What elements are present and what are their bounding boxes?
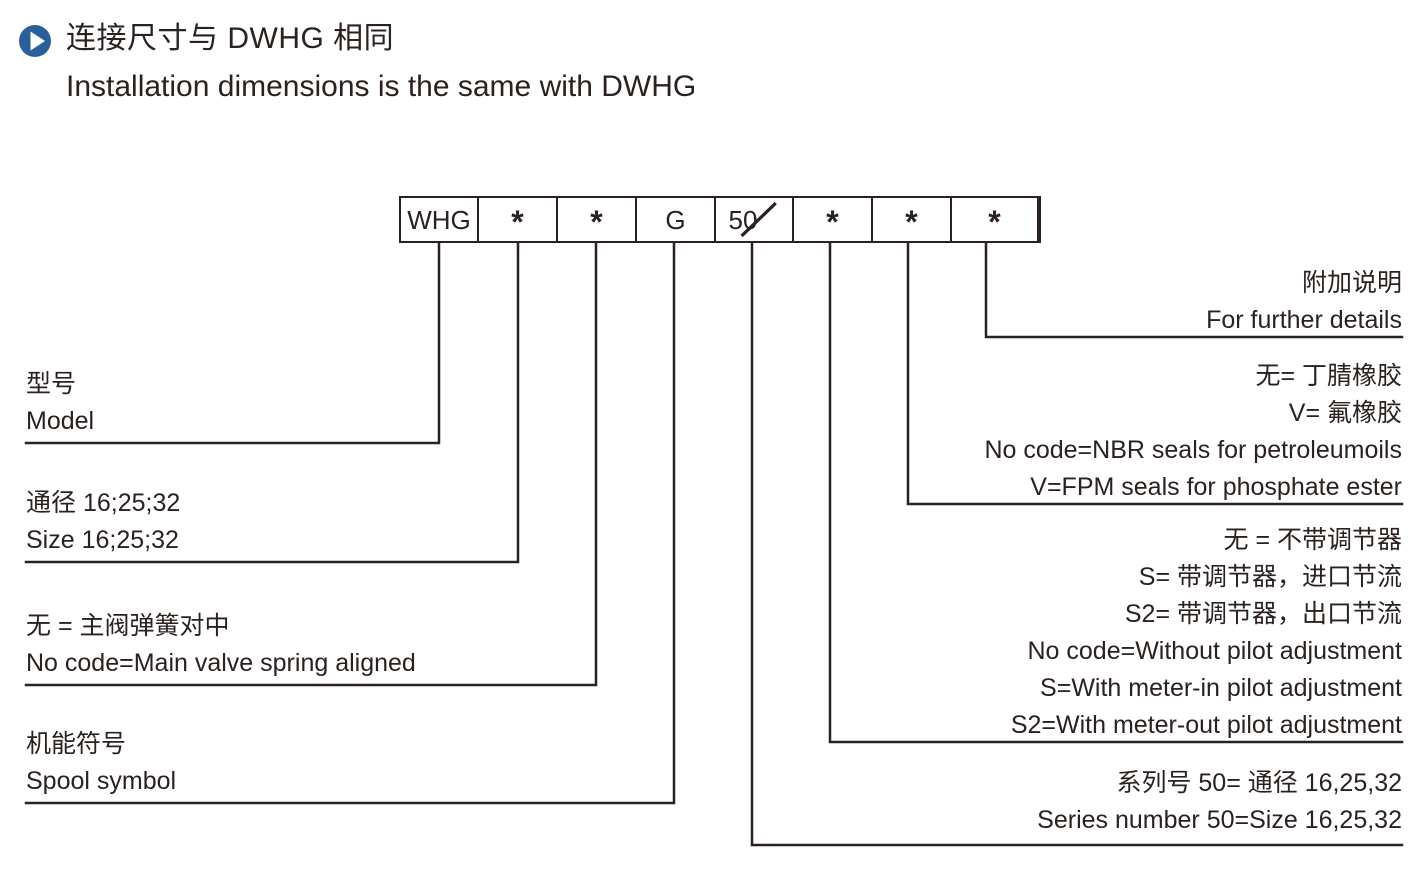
code-cell-label: G [665,204,686,235]
code-cell-details[interactable]: * [952,198,1039,241]
label-pilot-adjustment: 无 = 不带调节器 S= 带调节器，进口节流 S2= 带调节器，出口节流 No … [1011,522,1402,744]
label-model: 型号 Model [26,366,94,440]
label-line: S=With meter-in pilot adjustment [1040,674,1402,702]
header-title-en: Installation dimensions is the same with… [66,70,697,103]
label-line: For further details [1206,306,1402,334]
label-line: 型号 [26,370,77,398]
label-line: 通径 16;25;32 [26,489,181,517]
header-title-cn: 连接尺寸与 DWHG 相同 [66,22,395,55]
label-line: S= 带调节器，进口节流 [1138,563,1402,591]
label-spring-centering: 无 = 主阀弹簧对中 No code=Main valve spring ali… [26,608,416,682]
code-cell-label: * [905,203,918,240]
code-cell-model[interactable]: WHG [401,198,479,241]
label-line: Model [26,407,95,435]
code-cell-label: WHG [407,204,471,235]
code-cell-pilot[interactable]: * [794,198,873,241]
label-line: 附加说明 [1301,269,1402,297]
code-cell-label: * [988,203,1001,240]
code-cell-seal[interactable]: * [873,198,952,241]
label-further-details: 附加说明 For further details [1206,265,1402,339]
model-code-row: WHG * * G 50 * * * [399,196,1041,243]
label-line: V=FPM seals for phosphate ester [1030,473,1402,501]
code-cell-label: * [590,203,603,240]
code-cell-g[interactable]: G [637,198,716,241]
label-seal-material: 无= 丁腈橡胶 V= 氟橡胶 No code=NBR seals for pet… [984,358,1402,506]
play-circle-icon [19,25,51,57]
label-line: Spool symbol [26,767,177,795]
code-cell-spring[interactable]: * [558,198,637,241]
label-line: V= 氟橡胶 [1288,399,1402,427]
label-line: S2=With meter-out pilot adjustment [1010,711,1402,739]
label-line: No code=Main valve spring aligned [26,649,416,677]
label-line: Size 16;25;32 [26,526,179,554]
label-line: 系列号 50= 通径 16,25,32 [1116,769,1402,797]
code-cell-series[interactable]: 50 [716,198,794,241]
label-line: 无 = 主阀弹簧对中 [26,612,230,640]
label-line: 无 = 不带调节器 [1223,526,1403,554]
label-line: 机能符号 [26,730,127,758]
label-line: S2= 带调节器，出口节流 [1124,600,1402,628]
code-cell-label: 50 [728,204,758,235]
label-line: No code=NBR seals for petroleumoils [984,436,1402,464]
label-spool-symbol: 机能符号 Spool symbol [26,726,176,800]
code-cell-label: * [511,203,524,240]
code-cell-label: * [826,203,839,240]
code-cell-spool[interactable]: * [479,198,558,241]
label-line: 无= 丁腈橡胶 [1255,362,1402,390]
label-size: 通径 16;25;32 Size 16;25;32 [26,485,180,559]
label-line: No code=Without pilot adjustment [1027,637,1402,665]
label-series-number: 系列号 50= 通径 16,25,32 Series number 50=Siz… [1037,765,1402,839]
label-line: Series number 50=Size 16,25,32 [1037,806,1402,834]
